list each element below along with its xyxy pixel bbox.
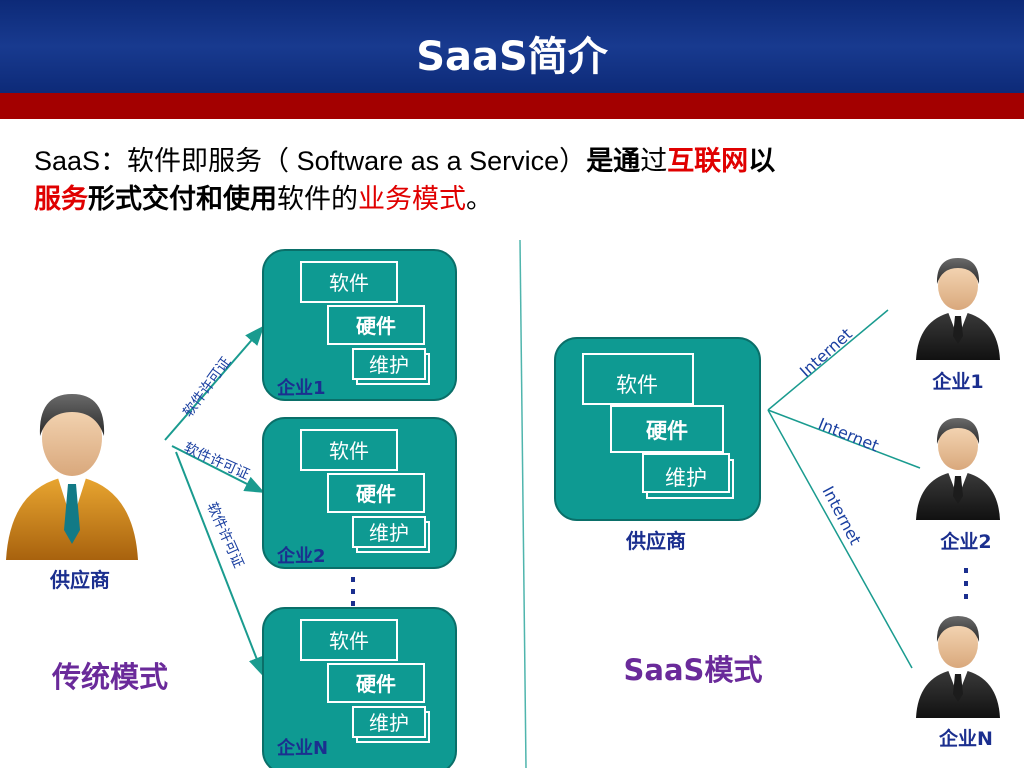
intro-part: 是通 <box>586 146 641 177</box>
internet-line-2 <box>767 409 921 469</box>
license-arrow-3 <box>175 451 264 677</box>
traditional-mode-label: 传统模式 <box>51 660 168 694</box>
intro-part: 。 <box>466 184 493 215</box>
internet-line-3 <box>767 409 913 669</box>
license-arrow-2 <box>171 445 265 493</box>
saas-software: 软件 <box>616 373 658 397</box>
internet-label-2: Internet <box>816 414 882 455</box>
intro-part: 形式交付和使用 <box>88 184 277 215</box>
saas-mode-label: SaaS模式 <box>624 653 763 687</box>
header-accent-band <box>0 93 1024 119</box>
saas-enterprise-2-label: 企业2 <box>939 530 991 553</box>
intro-part: SaaS <box>34 146 101 176</box>
enterprise-2-software: 软件 <box>329 439 369 463</box>
enterprise-n-avatar <box>916 616 1000 718</box>
license-label-3: 软件许可证 <box>203 500 246 570</box>
internet-label-3: Internet <box>818 483 865 548</box>
enterprise-2-avatar <box>916 418 1000 520</box>
intro-highlight: 业务模式 <box>358 184 466 215</box>
enterprise-box-2: 软件 硬件 维护 企业2 <box>262 417 457 569</box>
enterprise-1-maintenance: 维护 <box>369 353 409 377</box>
saas-maintenance: 维护 <box>665 466 707 490</box>
enterprise-n-label: 企业N <box>276 737 328 759</box>
slide-header: SaaS简介 <box>0 0 1024 93</box>
enterprise-1-label: 企业1 <box>276 377 326 399</box>
enterprise-2-label: 企业2 <box>276 545 326 567</box>
saas-hardware: 硬件 <box>646 419 688 443</box>
enterprise-1-avatar <box>916 258 1000 360</box>
enterprise-2-maintenance: 维护 <box>369 521 409 545</box>
intro-part: ：软件即服务（ <box>100 146 290 177</box>
enterprise-n-maintenance: 维护 <box>369 711 409 735</box>
ellipsis-dots-left <box>351 577 355 606</box>
traditional-supplier-label: 供应商 <box>49 568 110 592</box>
enterprise-2-hardware: 硬件 <box>356 482 396 506</box>
intro-highlight: 服务 <box>34 184 88 215</box>
internet-label-1: Internet <box>796 324 856 381</box>
intro-part: 软件的 <box>277 184 358 215</box>
intro-part: Software as a Service） <box>289 146 587 176</box>
enterprise-1-hardware: 硬件 <box>356 314 396 338</box>
section-divider <box>519 239 527 768</box>
intro-part: 以 <box>748 146 776 177</box>
intro-part: 过 <box>640 146 668 177</box>
saas-supplier-label: 供应商 <box>625 529 686 553</box>
license-label-2: 软件许可证 <box>181 440 251 483</box>
internet-line-1 <box>767 309 889 411</box>
enterprise-n-software: 软件 <box>329 629 369 653</box>
license-label-1: 软件许可证 <box>180 354 234 420</box>
slide-title: SaaS简介 <box>416 34 608 80</box>
intro-highlight: 互联网 <box>667 146 749 177</box>
saas-supplier-box: 软件 硬件 维护 <box>554 337 761 521</box>
enterprise-1-software: 软件 <box>329 271 369 295</box>
enterprise-box-n: 软件 硬件 维护 企业N <box>262 607 457 768</box>
intro-text: SaaS：软件即服务（ Software as a Service）是通过互联网… <box>34 142 994 219</box>
saas-enterprise-1-label: 企业1 <box>931 370 983 393</box>
enterprise-n-hardware: 硬件 <box>356 672 396 696</box>
saas-enterprise-n-label: 企业N <box>938 727 993 750</box>
license-arrow-1 <box>164 325 265 441</box>
ellipsis-dots-right <box>964 568 968 599</box>
supplier-person-avatar <box>6 394 138 560</box>
enterprise-box-1: 软件 硬件 维护 企业1 <box>262 249 457 401</box>
